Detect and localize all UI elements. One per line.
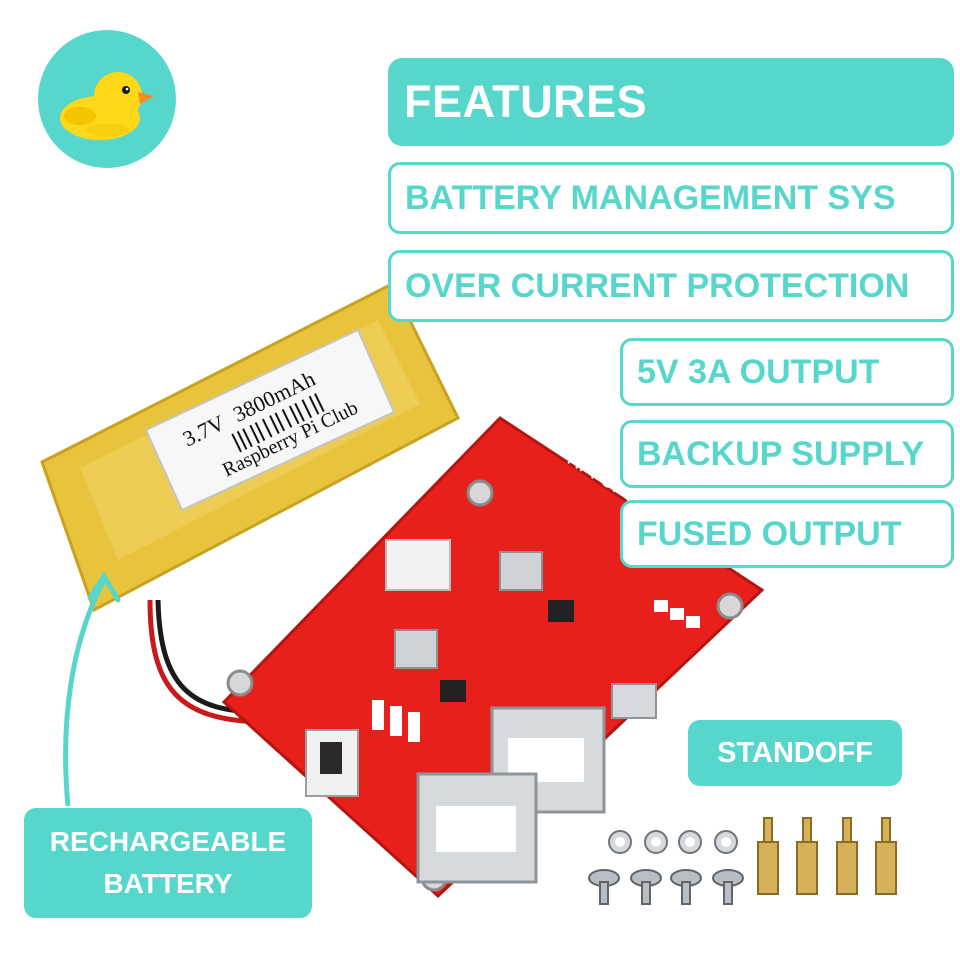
arrow-head-icon	[87, 571, 121, 603]
barcode	[231, 393, 325, 453]
rechargeable-label-line2: BATTERY	[103, 868, 233, 899]
rechargeable-battery-badge: RECHARGEABLE BATTERY	[24, 808, 312, 918]
feature-box-over-current: OVER CURRENT PROTECTION	[388, 250, 954, 322]
feature-label: OVER CURRENT PROTECTION	[405, 266, 910, 305]
feature-label: 5V 3A OUTPUT	[637, 352, 880, 391]
hardware-kit	[588, 817, 897, 905]
feature-box-battery-management: BATTERY MANAGEMENT SYS	[388, 162, 954, 234]
features-heading-banner: FEATURES	[388, 58, 954, 146]
feature-box-fused: FUSED OUTPUT	[620, 500, 954, 568]
feature-label: BACKUP SUPPLY	[637, 434, 925, 473]
feature-box-output: 5V 3A OUTPUT	[620, 338, 954, 406]
rechargeable-label-line1: RECHARGEABLE	[49, 826, 287, 857]
feature-label: BATTERY MANAGEMENT SYS	[405, 178, 896, 217]
features-heading: FEATURES	[404, 76, 648, 127]
feature-box-backup: BACKUP SUPPLY	[620, 420, 954, 488]
battery-pack: 3.7V 3800mAh Raspberry Pi Club	[40, 281, 460, 613]
standoff-badge: STANDOFF	[688, 720, 902, 786]
rubber-duck-icon	[60, 72, 154, 140]
standoff-label: STANDOFF	[717, 736, 873, 769]
feature-label: FUSED OUTPUT	[637, 514, 902, 553]
arrow-line	[63, 578, 107, 807]
duck-logo	[38, 30, 176, 168]
